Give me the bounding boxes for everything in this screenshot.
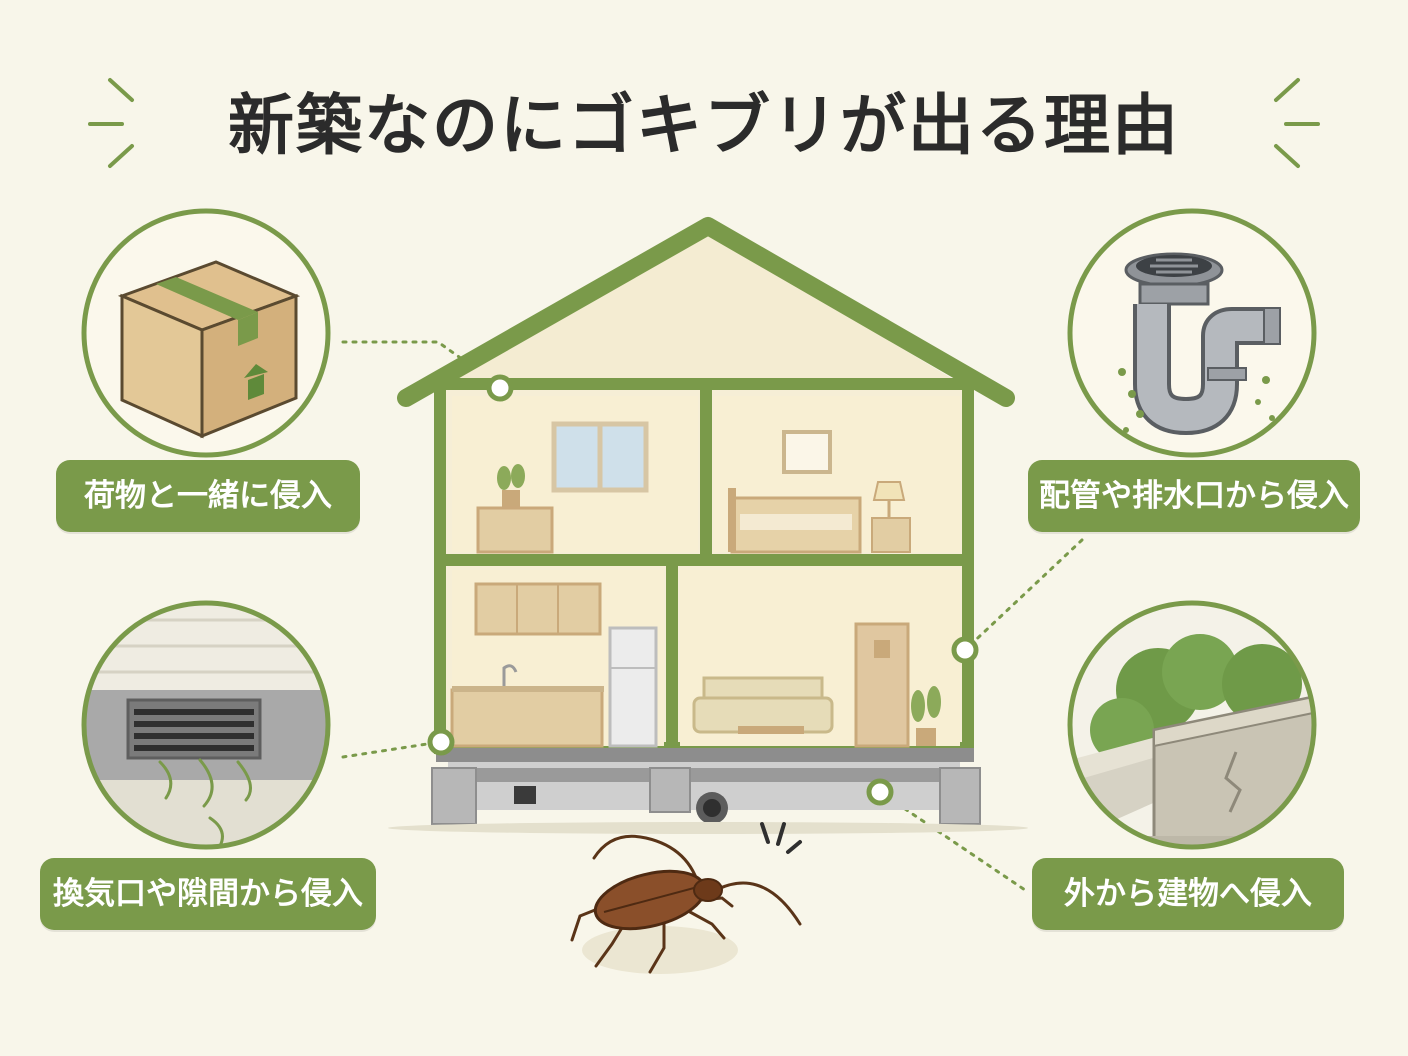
- door-icon: [854, 622, 910, 748]
- cause-label-luggage: 荷物と一緒に侵入: [56, 460, 360, 532]
- kitchen-icon: [450, 582, 658, 748]
- node-marker-vent: [427, 728, 455, 756]
- node-marker-pipe: [951, 636, 979, 664]
- drain-pipe-icon: [1067, 208, 1317, 458]
- wall-picture-icon: [782, 430, 832, 474]
- bed-icon: [728, 488, 862, 554]
- foundation-icon: [388, 748, 1028, 834]
- cabinet-icon: [476, 506, 554, 554]
- house-cross-section: [388, 217, 1028, 834]
- living-plant-icon: [911, 686, 941, 746]
- title-accent-left-icon: [88, 78, 134, 168]
- cardboard-box-icon: [81, 208, 331, 458]
- potted-plant-icon: [497, 464, 525, 508]
- sofa-icon: [692, 676, 834, 734]
- lamp-icon: [871, 481, 911, 553]
- node-marker-roof: [486, 374, 514, 402]
- cause-label-vent-gap: 換気口や隙間から侵入: [40, 858, 376, 930]
- window-icon: [551, 421, 649, 493]
- title-accent-right-icon: [1274, 78, 1320, 168]
- cause-label-outside: 外から建物へ侵入: [1032, 858, 1344, 930]
- cockroach-icon: [570, 822, 802, 974]
- node-marker-outside: [866, 778, 894, 806]
- page-title: 新築なのにゴキブリが出る理由: [228, 87, 1180, 164]
- ventilation-opening-icon: [81, 600, 331, 850]
- cause-label-pipe-drain: 配管や排水口から侵入: [1028, 460, 1360, 532]
- outdoor-wall-bush-icon: [1067, 600, 1317, 850]
